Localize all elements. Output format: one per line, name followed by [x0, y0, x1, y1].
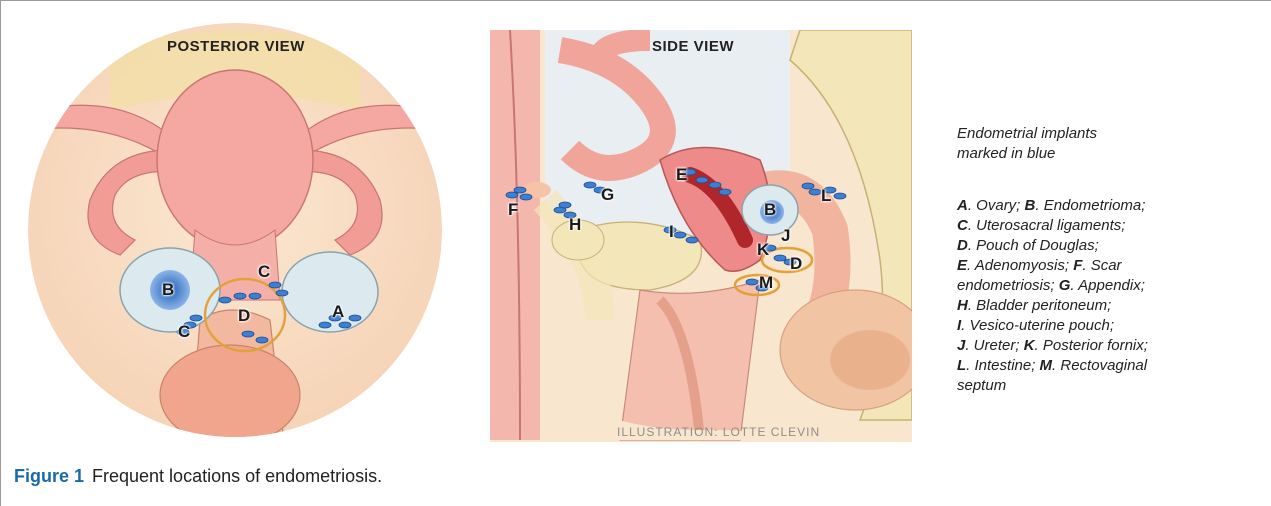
- legend-list: A. Ovary; B. Endometrioma; C. Uterosacra…: [957, 196, 1148, 396]
- legend-intro-line2: marked in blue: [957, 144, 1097, 164]
- side-label-k: K: [757, 240, 769, 260]
- figure-caption-text: Frequent locations of endometriosis.: [92, 466, 382, 486]
- legend-line-3: D. Pouch of Douglas;: [957, 236, 1148, 256]
- posterior-view: [28, 23, 442, 450]
- legend-line-9: L. Intestine; M. Rectovaginal: [957, 356, 1148, 376]
- side-view: [490, 30, 930, 442]
- side-label-e: E: [676, 165, 687, 185]
- figure-caption: Figure 1 Frequent locations of endometrio…: [14, 466, 382, 487]
- posterior-label-d: D: [238, 306, 250, 326]
- legend-line-2: C. Uterosacral ligaments;: [957, 216, 1148, 236]
- side-label-i: I: [669, 222, 674, 242]
- legend-line-8: J. Ureter; K. Posterior fornix;: [957, 336, 1148, 356]
- legend-line-5: endometriosis; G. Appendix;: [957, 276, 1148, 296]
- posterior-label-a: A: [332, 302, 344, 322]
- posterior-label-c-upper: C: [258, 262, 270, 282]
- legend-line-1: A. Ovary; B. Endometrioma;: [957, 196, 1148, 216]
- side-label-d: D: [790, 254, 802, 274]
- posterior-view-title: POSTERIOR VIEW: [167, 38, 305, 55]
- side-view-title: SIDE VIEW: [652, 38, 734, 55]
- legend-line-6: H. Bladder peritoneum;: [957, 296, 1148, 316]
- illustration-credit: ILLUSTRATION: LOTTE CLEVIN: [617, 425, 820, 439]
- legend-intro-line1: Endometrial implants: [957, 124, 1097, 144]
- side-label-b: B: [764, 200, 776, 220]
- legend-line-7: I. Vesico-uterine pouch;: [957, 316, 1148, 336]
- legend-intro: Endometrial implants marked in blue: [957, 124, 1097, 164]
- figure-number: Figure 1: [14, 466, 84, 486]
- side-label-f: F: [508, 200, 518, 220]
- posterior-label-b: B: [162, 280, 174, 300]
- side-label-m: M: [759, 273, 773, 293]
- legend-line-4: E. Adenomyosis; F. Scar: [957, 256, 1148, 276]
- side-label-g: G: [601, 185, 614, 205]
- side-label-h: H: [569, 215, 581, 235]
- side-label-l: L: [821, 186, 831, 206]
- posterior-label-c-lower: C: [178, 322, 190, 342]
- side-label-j: J: [781, 226, 790, 246]
- legend-line-10: septum: [957, 376, 1148, 396]
